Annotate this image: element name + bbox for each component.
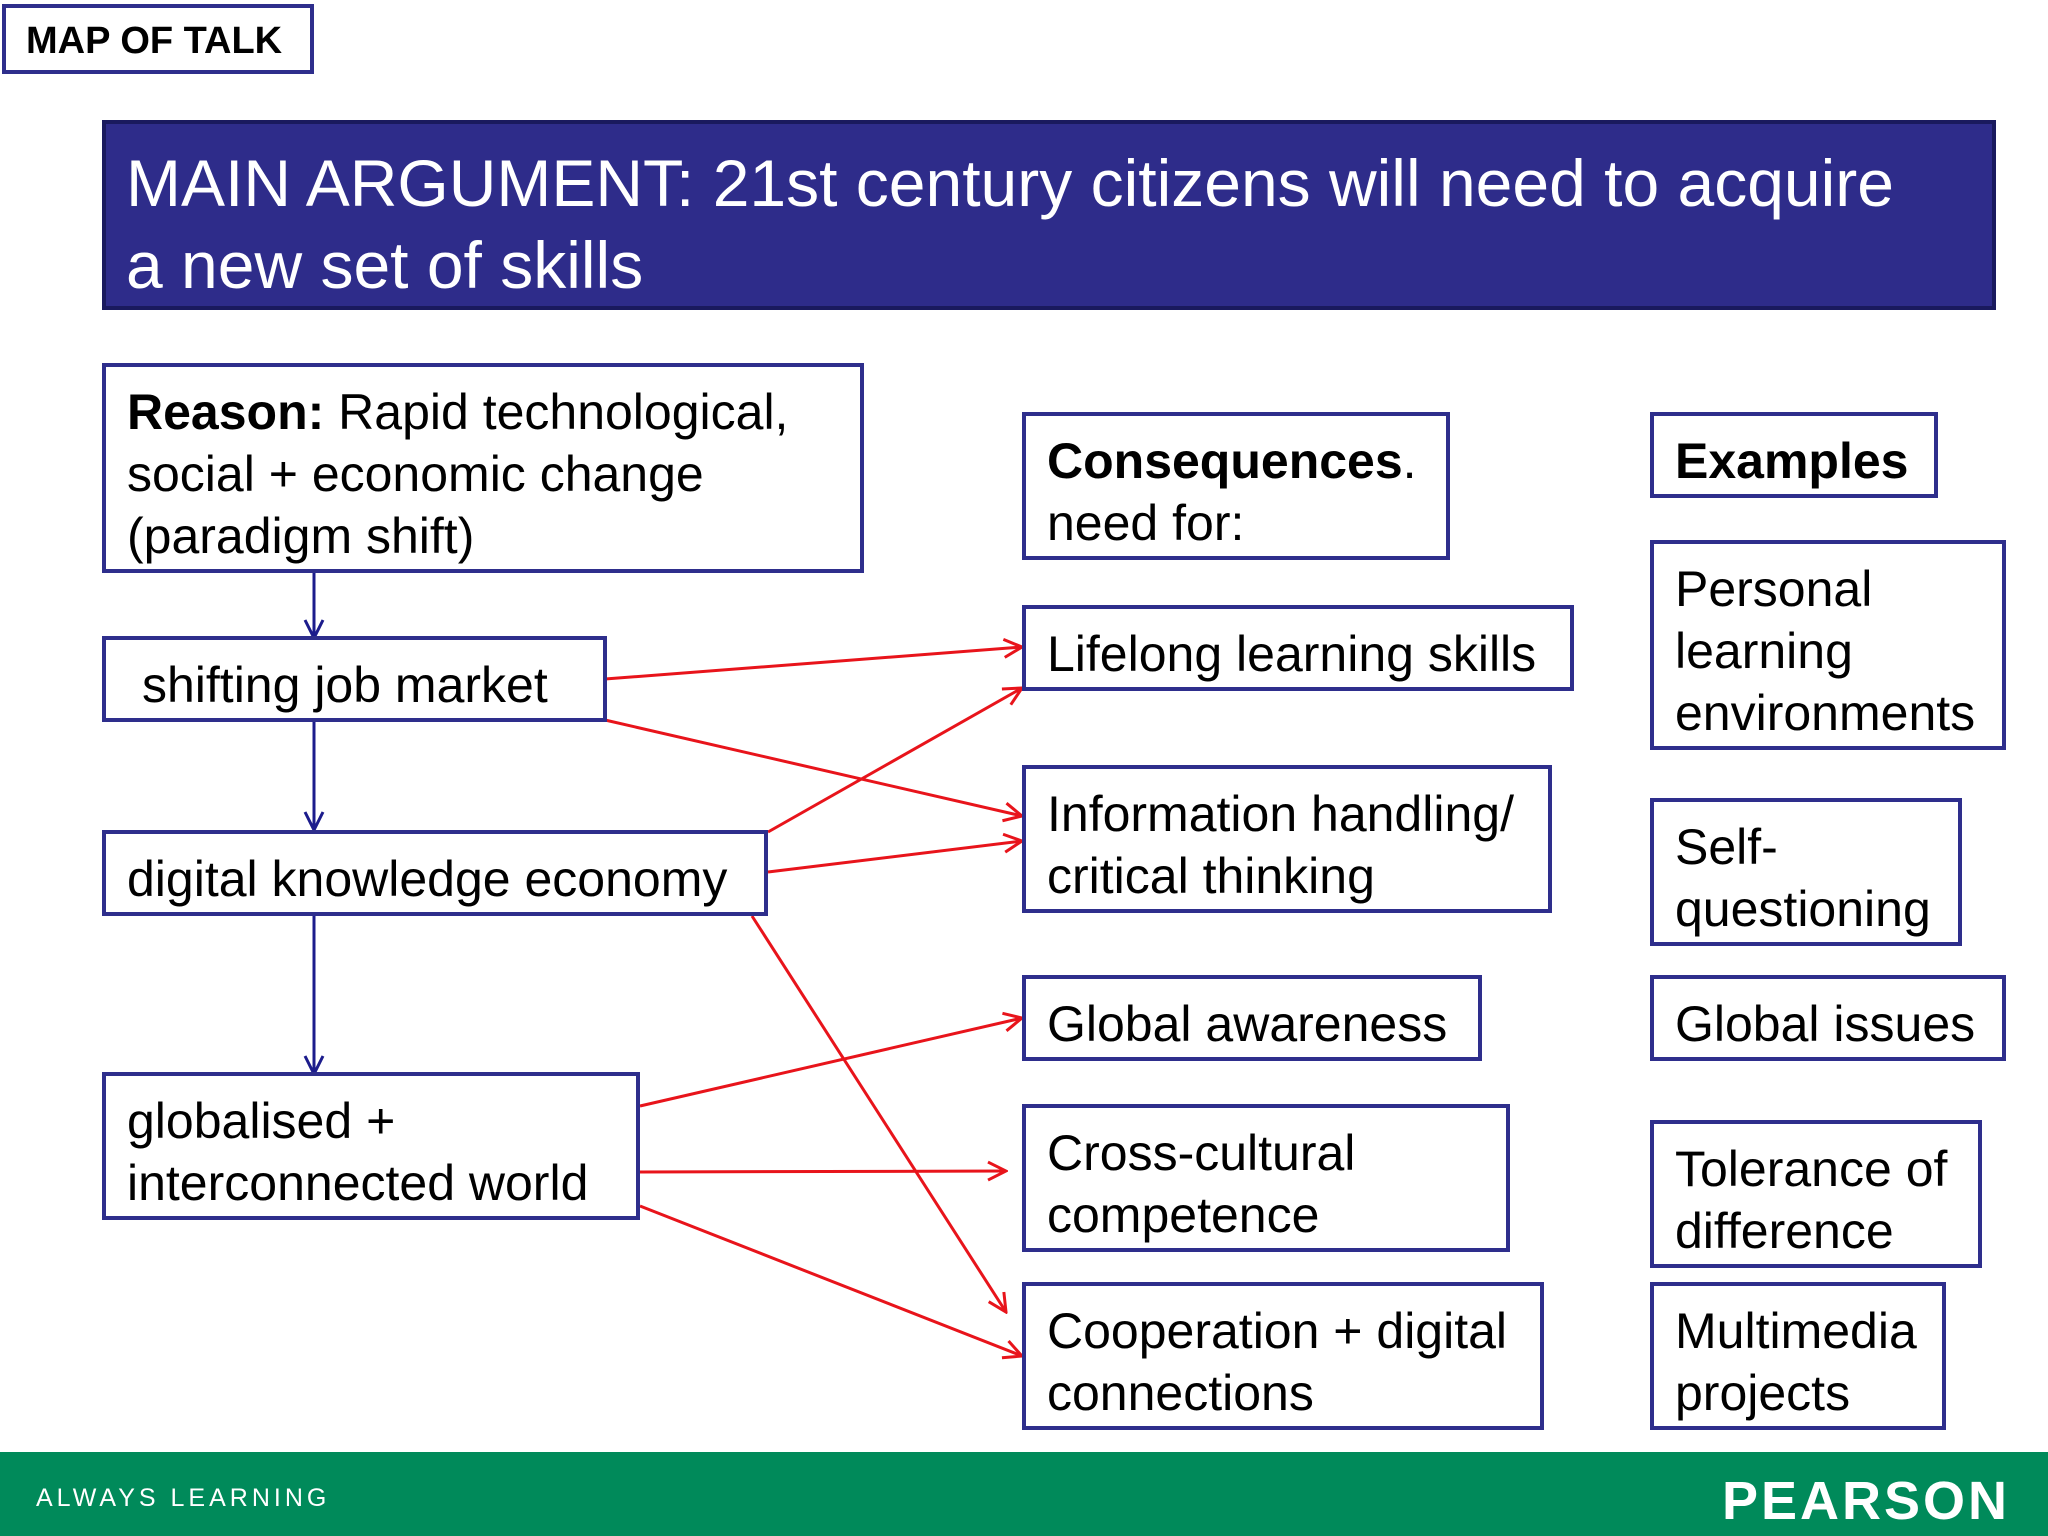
reason-line3: (paradigm shift) [127, 508, 475, 564]
lifelong-box: Lifelong learning skills [1022, 605, 1574, 691]
arrow-global-to-crosscultural [639, 1171, 1006, 1172]
globalised-line1: globalised + [127, 1093, 396, 1149]
tolerance-line1: Tolerance of [1675, 1141, 1948, 1197]
globalised-box: globalised + interconnected world [102, 1072, 640, 1220]
map-of-talk-label: MAP OF TALK [2, 4, 314, 74]
job-market-text: shifting job market [142, 657, 548, 713]
cross-cultural-line2: competence [1047, 1187, 1320, 1243]
cross-cultural-box: Cross-cultural competence [1022, 1104, 1510, 1252]
arrow-global-to-awareness [639, 1018, 1022, 1108]
personal-line1: Personal [1675, 561, 1873, 617]
consequences-line2: need for: [1047, 495, 1245, 551]
digital-economy-box: digital knowledge economy [102, 830, 768, 916]
multimedia-box: Multimedia projects [1650, 1282, 1946, 1430]
personal-line3: environments [1675, 685, 1976, 741]
self-questioning-box: Self- questioning [1650, 798, 1962, 946]
lifelong-text: Lifelong learning skills [1047, 626, 1537, 682]
multimedia-line1: Multimedia [1675, 1303, 1917, 1359]
reason-line1-rest: Rapid technological, [324, 384, 789, 440]
cooperation-line2: connections [1047, 1365, 1314, 1421]
reason-label: Reason: [127, 384, 325, 440]
consequences-dot: . [1402, 433, 1417, 489]
global-awareness-box: Global awareness [1022, 975, 1482, 1061]
job-market-box: shifting job market [102, 636, 607, 722]
arrow-global-to-cooperation [639, 1204, 1022, 1356]
consequences-line1: Consequences. [1047, 430, 1446, 492]
global-issues-box: Global issues [1650, 975, 2006, 1061]
reason-line1: Reason: Rapid technological, [127, 381, 860, 443]
always-learning-text: ALWAYS LEARNING [36, 1484, 331, 1512]
arrow-digital-to-information [767, 841, 1022, 874]
map-of-talk-text: MAP OF TALK [26, 20, 283, 62]
personal-line2: learning [1675, 623, 1853, 679]
examples-header-box: Examples [1650, 412, 1938, 498]
reason-box: Reason: Rapid technological, social + ec… [102, 363, 864, 573]
globalised-line2: interconnected world [127, 1155, 589, 1211]
reason-line2: social + economic change [127, 446, 704, 502]
tolerance-box: Tolerance of difference [1650, 1120, 1982, 1268]
consequences-header-box: Consequences. need for: [1022, 412, 1450, 560]
main-argument-line1: MAIN ARGUMENT: 21st century citizens wil… [126, 146, 1894, 220]
information-box: Information handling/ critical thinking [1022, 765, 1552, 913]
pearson-logo: PEARSON [1721, 1471, 2010, 1531]
consequences-label: Consequences [1047, 433, 1403, 489]
main-argument-line2: a new set of skills [126, 228, 644, 302]
multimedia-line2: projects [1675, 1365, 1851, 1421]
arrow-job-to-lifelong [604, 647, 1022, 681]
self-line1: Self- [1675, 819, 1778, 875]
digital-economy-text: digital knowledge economy [127, 851, 728, 907]
cooperation-box: Cooperation + digital connections [1022, 1282, 1544, 1430]
global-awareness-text: Global awareness [1047, 996, 1448, 1052]
examples-header-text: Examples [1675, 433, 1909, 489]
tolerance-line2: difference [1675, 1203, 1894, 1259]
arrow-job-to-information [604, 718, 1022, 816]
arrow-digital-to-cooperation [750, 915, 1006, 1312]
footer-bar: ALWAYS LEARNING PEARSON [0, 1452, 2048, 1536]
main-argument-banner: MAIN ARGUMENT: 21st century citizens wil… [102, 120, 1996, 310]
cooperation-line1: Cooperation + digital [1047, 1303, 1508, 1359]
arrow-digital-to-lifelong [767, 688, 1022, 834]
personal-learning-box: Personal learning environments [1650, 540, 2006, 750]
information-line2: critical thinking [1047, 848, 1375, 904]
global-issues-text: Global issues [1675, 996, 1976, 1052]
cross-cultural-line1: Cross-cultural [1047, 1125, 1356, 1181]
information-line1: Information handling/ [1047, 786, 1514, 842]
self-line2: questioning [1675, 881, 1931, 937]
